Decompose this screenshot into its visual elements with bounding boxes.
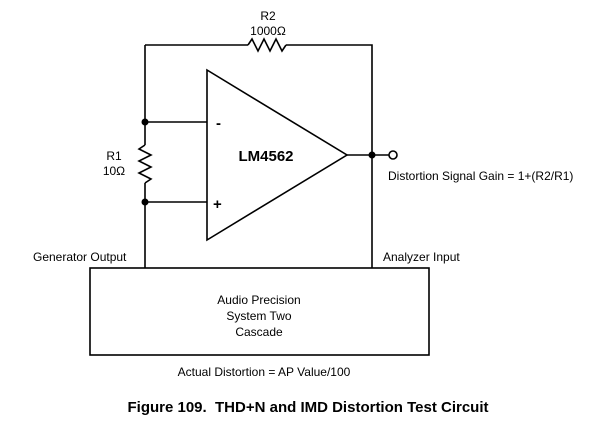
- feedback-wire-top-right: [286, 44, 373, 155]
- actual-distortion-label: Actual Distortion = AP Value/100: [178, 365, 351, 379]
- r2-name: R2: [260, 9, 276, 23]
- gain-label: Distortion Signal Gain = 1+(R2/R1): [388, 169, 573, 183]
- junction-noninverting: [141, 198, 149, 206]
- instrument-line-3: Cascade: [235, 325, 283, 339]
- r1-value: 10Ω: [103, 164, 125, 178]
- r1-name: R1: [106, 149, 122, 163]
- instrument-line-2: System Two: [226, 309, 291, 323]
- opamp-part-number: LM4562: [238, 148, 293, 165]
- figure-caption: Figure 109. THD+N and IMD Distortion Tes…: [127, 399, 488, 416]
- instrument-line-1: Audio Precision: [217, 293, 300, 307]
- r2-value: 1000Ω: [250, 24, 286, 38]
- generator-output-label: Generator Output: [33, 250, 127, 264]
- opamp-symbol: [206, 68, 349, 242]
- opamp-noninverting-sign: +: [213, 196, 222, 213]
- output-terminal: [388, 150, 398, 160]
- r1-resistor: [137, 144, 153, 184]
- r2-resistor: [247, 37, 287, 53]
- junction-inverting: [141, 118, 149, 126]
- analyzer-input-label: Analyzer Input: [383, 250, 460, 264]
- audio-precision-box: [89, 267, 430, 356]
- opamp-inverting-sign: -: [216, 115, 221, 132]
